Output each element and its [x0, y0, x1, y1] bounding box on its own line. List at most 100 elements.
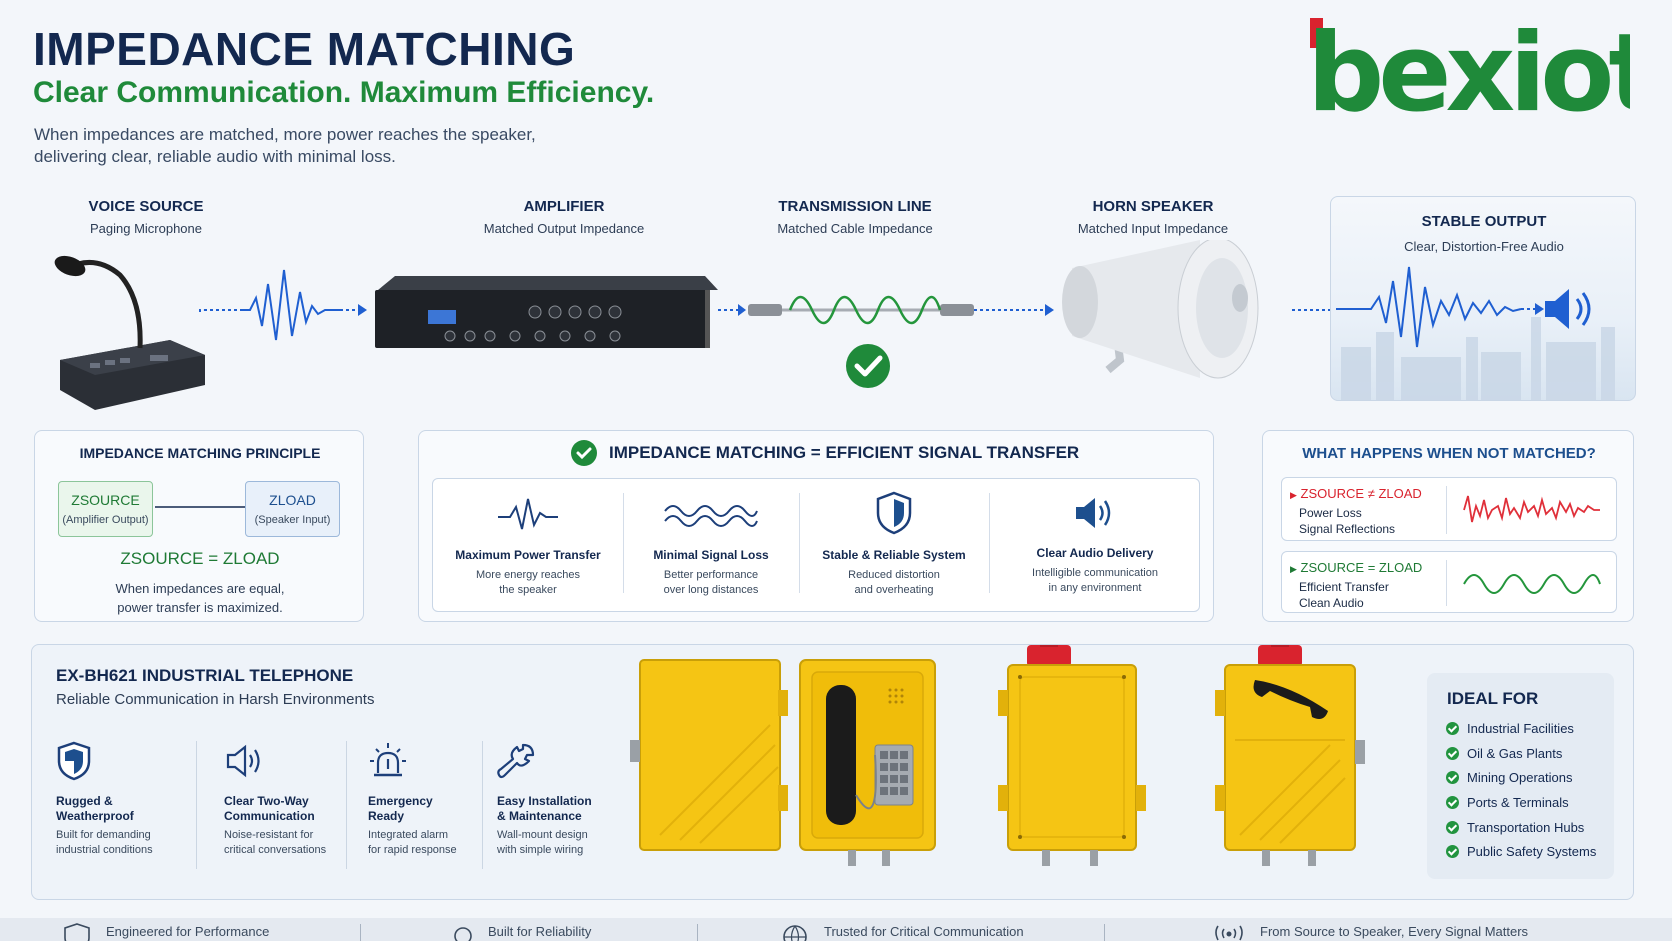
footer-bar: Engineered for Performance Built for Rel…	[0, 918, 1672, 941]
waveform-icon	[498, 498, 558, 530]
paging-microphone-icon	[54, 255, 205, 410]
logo-red-bar	[1310, 18, 1323, 48]
product-panel: EX-BH621 INDUSTRIAL TELEPHONE Reliable C…	[31, 644, 1634, 900]
ideal-for-box: IDEAL FOR Industrial Facilities Oil & Ga…	[1427, 673, 1614, 879]
amplifier-icon	[375, 276, 718, 348]
feature-stable-system: Stable & Reliable System Reduced distort…	[799, 479, 989, 611]
horn-speaker-icon	[1062, 240, 1259, 379]
shield-icon	[57, 741, 91, 781]
check-icon	[1446, 746, 1459, 760]
stable-output-panel: STABLE OUTPUT Clear, Distortion-Free Aud…	[1330, 196, 1636, 401]
signal-icon	[1215, 925, 1243, 941]
feature-power-transfer: Maximum Power Transfer More energy reach…	[433, 479, 623, 611]
stage-sub: Matched Cable Impedance	[777, 221, 933, 236]
wrench-icon	[497, 743, 535, 779]
product-features: Rugged &Weatherproof Built for demanding…	[56, 741, 592, 871]
logo-text: bexiot	[1307, 18, 1630, 128]
double-wave-icon	[664, 505, 758, 527]
feature-title-1: Easy Installation	[497, 794, 592, 808]
desc-line-2: delivering clear, reliable audio with mi…	[34, 147, 396, 166]
principle-title: IMPEDANCE MATCHING PRINCIPLE	[79, 445, 321, 461]
feature-desc-1: Built for demanding	[56, 829, 151, 841]
feature-desc-2: critical conversations	[224, 844, 327, 856]
stage-amplifier: AMPLIFIER Matched Output Impedance	[454, 198, 674, 236]
footer-item-reliability: Built for Reliability	[488, 924, 592, 939]
stage-title: HORN SPEAKER	[1092, 198, 1214, 215]
z-load-note: (Speaker Input)	[254, 514, 331, 526]
principle-equation: ZSOURCE = ZLOAD	[120, 549, 280, 568]
list-item: Transportation Hubs	[1446, 815, 1596, 840]
not-matched-panel: WHAT HAPPENS WHEN NOT MATCHED? ▶ ZSOURCE…	[1262, 430, 1634, 622]
good-desc-1: Efficient Transfer	[1299, 580, 1389, 594]
list-item-label: Ports & Terminals	[1467, 794, 1569, 810]
bexiot-logo: bexiot	[1307, 18, 1630, 128]
z-source-note: (Amplifier Output)	[62, 514, 149, 526]
feature-title-1: Rugged &	[56, 794, 113, 808]
globe-icon	[783, 925, 807, 941]
check-icon	[1446, 771, 1459, 785]
stage-transmission-line: TRANSMISSION LINE Matched Cable Impedanc…	[745, 198, 965, 236]
z-source-box: ZSOURCE (Amplifier Output)	[58, 481, 153, 537]
handset-icon	[1253, 680, 1328, 719]
list-item: Industrial Facilities	[1446, 716, 1596, 741]
feature-title-2: Ready	[368, 809, 405, 823]
stage-sub: Clear, Distortion-Free Audio	[1404, 239, 1564, 254]
good-equation: ▶ ZSOURCE = ZLOAD	[1290, 560, 1423, 575]
phone-open-door	[630, 659, 788, 851]
list-item-label: Public Safety Systems	[1467, 844, 1597, 860]
speaker-icon	[1076, 498, 1111, 528]
speaker-icon	[1545, 289, 1591, 329]
footer-item-signal: From Source to Speaker, Every Signal Mat…	[1260, 924, 1529, 939]
phone-open-body	[799, 659, 936, 866]
check-icon	[1446, 845, 1459, 859]
list-item-label: Industrial Facilities	[1467, 720, 1574, 736]
efficient-title: IMPEDANCE MATCHING = EFFICIENT SIGNAL TR…	[609, 443, 1080, 462]
phone-closed-front	[998, 645, 1146, 866]
product-sub: Reliable Communication in Harsh Environm…	[56, 691, 375, 708]
feature-desc-2: with simple wiring	[497, 844, 584, 856]
feature-title: Easy Installation& Maintenance	[497, 794, 627, 824]
check-icon	[1446, 820, 1459, 834]
transmission-cable-icon	[748, 295, 974, 325]
good-desc-2: Clean Audio	[1299, 596, 1364, 610]
stage-title: VOICE SOURCE	[88, 198, 204, 215]
feature-title-2: Communication	[224, 809, 315, 823]
feature-title: Rugged &Weatherproof	[56, 794, 186, 824]
stage-sub: Matched Input Impedance	[1077, 221, 1229, 236]
z-source-label: ZSOURCE	[71, 492, 140, 508]
list-item-label: Transportation Hubs	[1467, 819, 1585, 835]
stage-voice-source: VOICE SOURCE Paging Microphone	[36, 198, 256, 236]
bad-desc-2: Signal Reflections	[1299, 522, 1396, 536]
phone-closed-angle	[1215, 645, 1365, 866]
shield-icon	[64, 923, 90, 941]
list-item: Ports & Terminals	[1446, 790, 1596, 815]
feature-title: Clear Audio Delivery	[1036, 546, 1154, 560]
feature-desc-2: over long distances	[663, 584, 759, 596]
chain-arrow-1	[199, 309, 240, 312]
feature-title-1: Clear Two-Way	[224, 794, 309, 808]
voice-wave	[240, 269, 340, 341]
distorted-wave	[1463, 495, 1600, 523]
z-load-label: ZLOAD	[269, 492, 316, 508]
telephone-images	[630, 645, 1365, 866]
feature-desc-1: Better performance	[663, 569, 759, 581]
footer-item-performance: Engineered for Performance	[106, 924, 270, 939]
feature-clear-audio: Clear Audio Delivery Intelligible commun…	[989, 479, 1201, 611]
feature-title-2: & Maintenance	[497, 809, 582, 823]
clean-wave	[1463, 574, 1601, 594]
desc-line-1: When impedances are matched, more power …	[34, 125, 536, 144]
efficient-features: Maximum Power Transfer More energy reach…	[432, 478, 1200, 612]
feature-installation: Easy Installation& Maintenance Wall-moun…	[497, 741, 627, 858]
list-item-label: Mining Operations	[1467, 770, 1573, 786]
cable-wave	[788, 295, 942, 325]
feature-desc-2: and overheating	[854, 584, 934, 596]
principle-panel: IMPEDANCE MATCHING PRINCIPLE ZSOURCE (Am…	[34, 430, 364, 622]
stage-title: TRANSMISSION LINE	[778, 198, 932, 215]
